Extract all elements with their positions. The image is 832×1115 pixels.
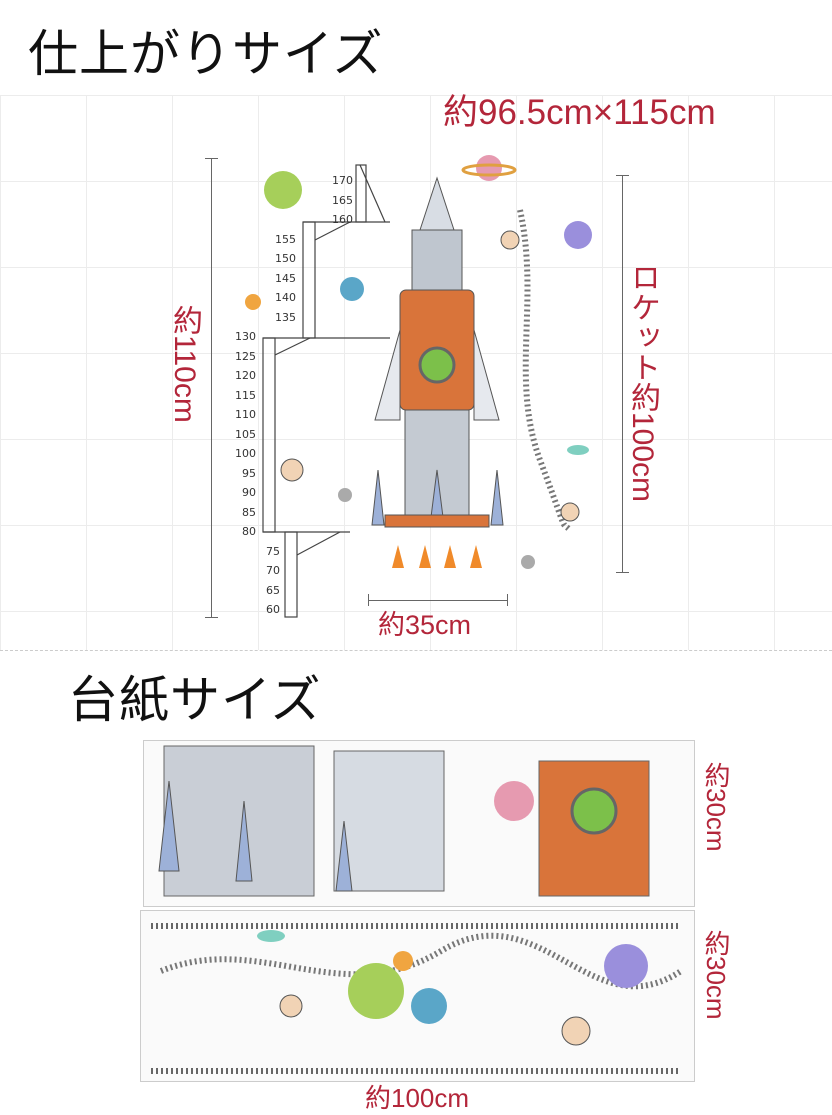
dimension-cap — [205, 158, 218, 159]
green-planet-icon — [264, 171, 302, 209]
sheet-width-label: 約100cm — [365, 1083, 470, 1113]
ruler-tick-label: 150 — [275, 252, 296, 265]
height-label: 約110cm — [168, 305, 201, 423]
ruler-tick-label: 125 — [235, 349, 256, 363]
height-chart-illustration — [245, 155, 592, 618]
sticker-sheet-2 — [140, 910, 695, 1082]
dimension-cap — [368, 594, 369, 606]
sticker-sheet-1 — [143, 740, 695, 907]
ladder-segment — [302, 221, 316, 339]
rocket-height-line — [622, 175, 623, 573]
height-dimension-line — [211, 158, 212, 618]
ruler-tick-label: 70 — [266, 564, 280, 577]
ruler-tick-label: 160 — [332, 213, 353, 226]
rocket-width-label: 約35cm — [378, 610, 472, 640]
ruler-tick-label: 100 — [235, 447, 256, 460]
dimension-cap — [616, 572, 629, 573]
rocket-height-label: ロケット約100cm — [626, 262, 659, 503]
purple-planet-icon — [564, 221, 592, 249]
finished-size-heading: 仕上がりサイズ — [28, 25, 384, 83]
rocket-width-line — [368, 600, 508, 601]
ruler-tick-label: 80 — [242, 525, 256, 538]
ufo-icon — [567, 445, 589, 455]
astronaut-icon — [280, 458, 304, 482]
ruler-tick-label: 95 — [242, 466, 256, 480]
ruler-tick-label: 170 — [332, 174, 353, 187]
ruler-tick-label: 165 — [332, 193, 353, 207]
ruler-tick-label: 105 — [235, 427, 256, 441]
gear-icon — [521, 555, 535, 569]
rocket-illustration — [371, 176, 504, 568]
ladder-segment — [262, 337, 276, 533]
dimension-cap — [205, 617, 218, 618]
dimension-cap — [616, 175, 629, 176]
overall-size-label: 約96.5cm×115cm — [443, 93, 716, 132]
ruler-tick-label: 140 — [275, 291, 296, 304]
ruler-tick-label: 135 — [275, 310, 296, 324]
sheet2-height-label: 約30cm — [701, 930, 731, 1020]
ruler-tick-label: 130 — [235, 330, 256, 343]
ruler-tick-label: 120 — [235, 369, 256, 382]
blue-planet-icon — [340, 277, 364, 301]
ruler-tick-label: 115 — [235, 388, 256, 402]
gear-icon — [338, 488, 352, 502]
ruler-tick-label: 155 — [275, 232, 296, 246]
orange-planet-icon — [245, 294, 261, 310]
ladder-segment — [284, 531, 298, 618]
ruler-tick-label: 110 — [235, 408, 256, 421]
ruler-tick-label: 145 — [275, 271, 296, 285]
sheet1-height-label: 約30cm — [701, 762, 731, 852]
astronaut-icon — [500, 230, 520, 250]
ladder-segment — [355, 164, 367, 223]
ringed-planet-icon — [476, 155, 502, 181]
ruler-tick-label: 60 — [266, 603, 280, 616]
sheet-size-heading: 台紙サイズ — [68, 671, 322, 729]
ruler-tick-label: 65 — [266, 583, 280, 597]
ruler-tick-label: 75 — [266, 544, 280, 558]
dimension-cap — [507, 594, 508, 606]
ruler-tick-label: 85 — [242, 505, 256, 519]
section-divider — [0, 650, 832, 651]
ruler-tick-label: 90 — [242, 486, 256, 499]
astronaut-icon — [560, 502, 580, 522]
